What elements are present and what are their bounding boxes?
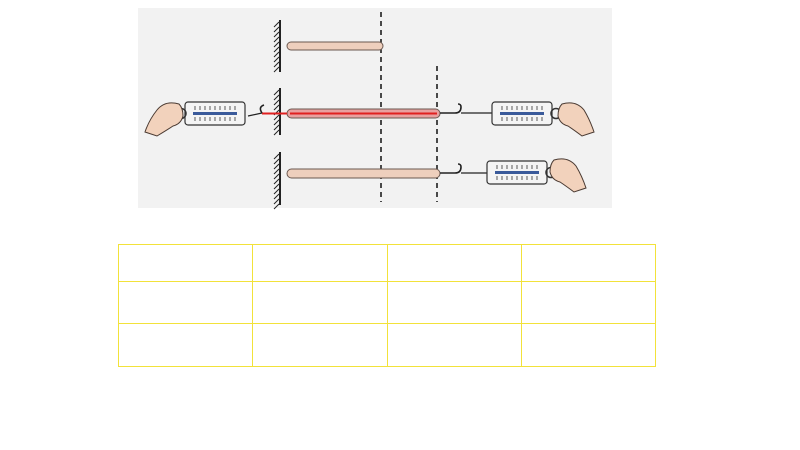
wall-hatch-mark [273, 193, 280, 200]
wall-hatch-mark [273, 89, 280, 96]
rod-stretched-one [286, 168, 441, 179]
hand-icon [144, 102, 184, 137]
table-row [117, 323, 657, 367]
table-cell [520, 281, 657, 324]
hook-icon [259, 104, 265, 114]
table-cell [386, 323, 522, 367]
scale-bar [495, 171, 539, 174]
wall-hatch-mark [273, 153, 280, 160]
hand-icon [557, 102, 595, 137]
table-row [117, 244, 657, 282]
wall-hatch-mark [273, 66, 280, 73]
wall-hatch-mark [273, 198, 280, 205]
table-row [117, 281, 657, 324]
wall-hatch-mark [273, 56, 280, 63]
wall-hatch-mark [273, 36, 280, 43]
spring-scale-icon [491, 101, 562, 126]
wall-hatch-mark [273, 173, 280, 180]
wall-hatch-mark [273, 41, 280, 48]
wall-hatch-mark [273, 21, 280, 28]
wall-hatch-mark [273, 31, 280, 38]
wall-hatch-mark [273, 119, 280, 126]
wall-hatch-mark [273, 61, 280, 68]
wall-hatch-mark [273, 26, 280, 33]
wall-hatch-mark [273, 188, 280, 195]
hook-icon [440, 103, 462, 114]
table-cell [386, 244, 522, 282]
scale-bar [193, 112, 237, 115]
spring-scale-icon [175, 101, 246, 126]
table-cell [117, 244, 254, 282]
data-table [117, 244, 657, 367]
wall-hatch-mark [273, 168, 280, 175]
table-cell [386, 281, 522, 324]
table-cell [520, 323, 657, 367]
rod-rest [286, 41, 384, 51]
wall-hatch-mark [273, 94, 280, 101]
wall-hatch-mark [273, 163, 280, 170]
table-cell [520, 244, 657, 282]
spring-experiment-diagram [138, 8, 612, 210]
wall-top [273, 20, 281, 73]
wall-hatch-mark [273, 183, 280, 190]
table-cell [117, 323, 254, 367]
wall-bottom [273, 152, 281, 210]
wall-hatch-mark [273, 178, 280, 185]
hook-icon [440, 163, 462, 174]
hand-shape [549, 158, 587, 193]
table-cell [117, 281, 254, 324]
wall-middle [273, 88, 281, 136]
string-line [247, 112, 263, 117]
wall-hatch-mark [273, 124, 280, 131]
wall-hatch-mark [273, 46, 280, 53]
wall-hatch-mark [273, 51, 280, 58]
table-cell [252, 323, 388, 367]
wall-hatch-mark [273, 158, 280, 165]
scale-bar [500, 112, 544, 115]
hand-icon [549, 158, 587, 193]
spring-scale-icon [486, 160, 557, 185]
wall-hatch-mark [273, 99, 280, 106]
table-cell [252, 244, 388, 282]
wall-hatch-mark [273, 104, 280, 111]
wall-hatch-mark [273, 129, 280, 136]
wall-hatch-mark [273, 203, 280, 210]
wall-hatch-mark [273, 114, 280, 121]
table-cell [252, 281, 388, 324]
hand-shape [557, 102, 595, 137]
hand-shape [144, 102, 184, 137]
